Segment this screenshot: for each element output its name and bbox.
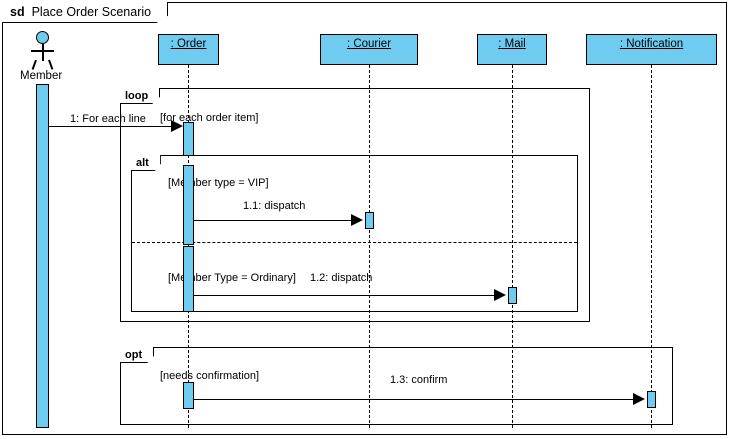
lifeline-head-courier[interactable]: : Courier: [320, 34, 418, 65]
diagram-kind-keyword: sd: [10, 5, 25, 19]
message-label-1-2: 1.2: dispatch: [310, 272, 373, 284]
lifeline-label-order: : Order: [170, 38, 207, 50]
lifeline-stem-courier: [369, 65, 370, 428]
lifeline-stem-mail: [512, 65, 513, 428]
diagram-title: Place Order Scenario: [31, 5, 152, 19]
actor-arms-icon: [31, 50, 54, 52]
activation-bar-courier: [365, 212, 374, 229]
lifeline-label-mail: : Mail: [498, 38, 526, 50]
fragment-operator-opt: opt: [120, 347, 155, 363]
lifeline-label-notification: : Notification: [619, 38, 684, 50]
message-arrowhead-1-3: [633, 393, 645, 405]
lifeline-stem-notification: [651, 65, 652, 428]
message-arrowhead-1-2: [494, 289, 506, 301]
guard-opt: [needs confirmation]: [160, 370, 260, 382]
message-arrowhead-1: [171, 120, 183, 132]
message-line-1-1: [194, 220, 351, 221]
activation-bar-order-4: [183, 382, 194, 409]
fragment-loop[interactable]: loop: [120, 88, 590, 322]
message-label-1-1: 1.1: dispatch: [243, 200, 306, 212]
activation-bar-notification: [647, 391, 656, 408]
guard-alt-ordinary: [Member Type = Ordinary]: [168, 272, 296, 284]
message-arrowhead-1-1: [351, 214, 363, 226]
message-label-1: 1: For each line: [70, 113, 146, 125]
diagram-title-tab: sd Place Order Scenario: [2, 2, 169, 23]
lifeline-head-notification[interactable]: : Notification: [586, 34, 717, 65]
activation-bar-order-2: [183, 165, 194, 245]
fragment-operator-loop: loop: [120, 88, 161, 104]
fragment-operator-alt: alt: [131, 155, 161, 171]
lifeline-label-courier: : Courier: [346, 38, 392, 50]
message-line-1-3: [194, 399, 633, 400]
fragment-alt-divider: [132, 242, 577, 243]
activation-bar-order-1: [183, 122, 194, 156]
guard-loop: [for each order item]: [160, 112, 259, 124]
activation-bar-member: [36, 84, 49, 428]
actor-label-member: Member: [20, 70, 63, 82]
actor-body-icon: [42, 44, 44, 61]
lifeline-head-order[interactable]: : Order: [158, 34, 219, 65]
activation-bar-order-3: [183, 246, 194, 312]
fragment-alt[interactable]: alt: [131, 155, 578, 312]
activation-bar-mail: [508, 287, 517, 304]
message-line-1: [49, 126, 171, 127]
message-label-1-3: 1.3: confirm: [390, 374, 448, 386]
lifeline-head-mail[interactable]: : Mail: [477, 34, 547, 65]
fragment-opt[interactable]: opt: [120, 347, 673, 425]
actor-head-icon: [36, 31, 49, 44]
message-line-1-2: [194, 295, 494, 296]
